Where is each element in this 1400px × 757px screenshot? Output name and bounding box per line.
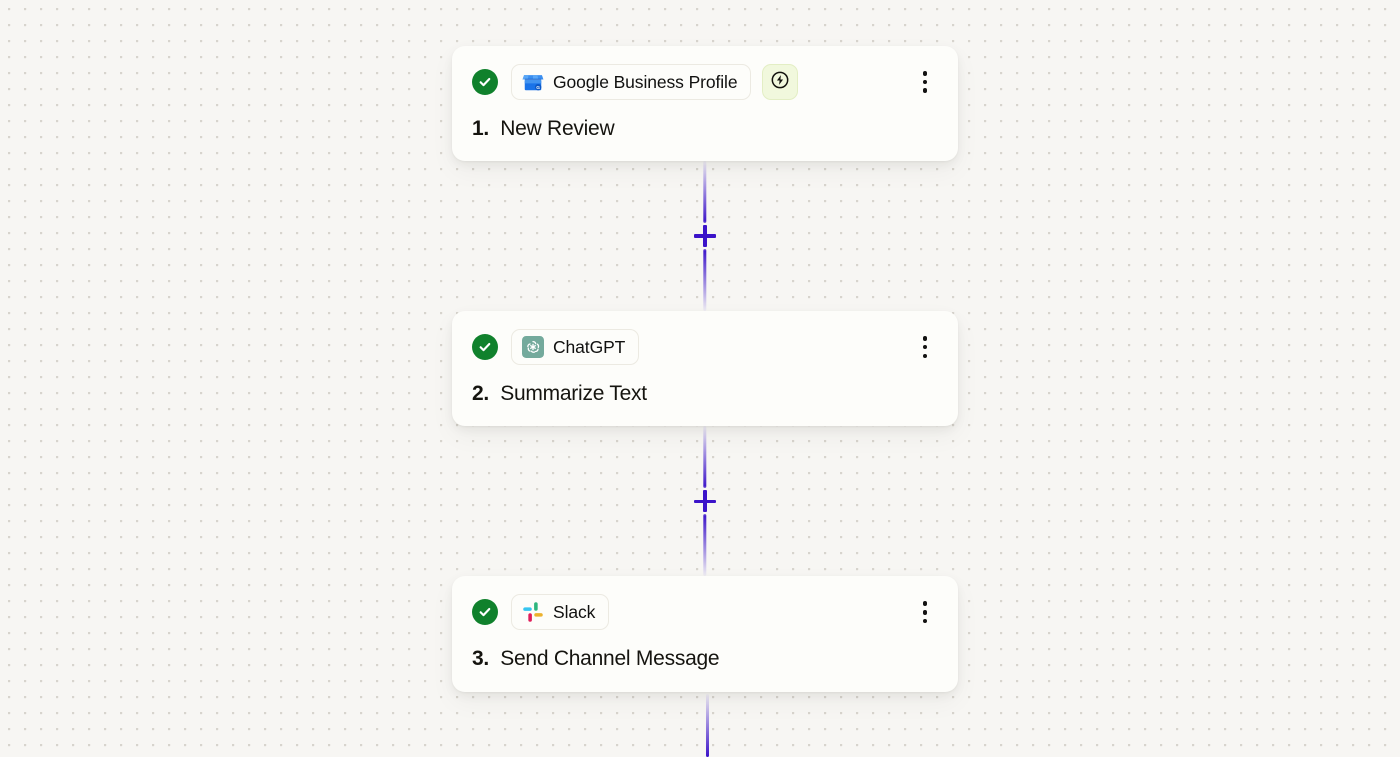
kebab-menu-icon[interactable] — [912, 597, 938, 627]
kebab-menu-icon[interactable] — [912, 332, 938, 362]
check-circle-icon — [472, 599, 498, 626]
step-card-header: G Google Business Profile — [472, 64, 938, 100]
app-chip-label: Slack — [553, 601, 596, 622]
chatgpt-icon — [522, 336, 544, 359]
workflow-step-list: G Google Business Profile — [452, 46, 958, 692]
app-chip-google-business-profile[interactable]: G Google Business Profile — [511, 64, 752, 100]
connector-line-tail — [706, 694, 710, 757]
step-name: New Review — [500, 117, 615, 140]
google-business-profile-icon: G — [522, 71, 544, 93]
app-chip-chatgpt[interactable]: ChatGPT — [511, 329, 640, 366]
step-title: 3. Send Channel Message — [472, 646, 938, 671]
step-connector-2 — [452, 426, 958, 577]
step-name: Summarize Text — [500, 382, 647, 406]
step-number: 1. — [472, 117, 495, 140]
workflow-step-card-1[interactable]: G Google Business Profile — [452, 46, 958, 162]
step-title: 2. Summarize Text — [472, 381, 938, 406]
app-chip-slack[interactable]: Slack — [511, 594, 610, 631]
lightning-bolt-icon — [770, 70, 790, 95]
app-chip-label: Google Business Profile — [553, 71, 738, 92]
connector-line-top — [703, 161, 707, 224]
add-step-button-2[interactable] — [690, 486, 720, 517]
step-number: 3. — [472, 647, 495, 671]
step-card-header: ChatGPT — [472, 329, 938, 366]
trigger-badge[interactable] — [762, 64, 799, 100]
connector-line-bottom — [703, 514, 707, 577]
step-number: 2. — [472, 382, 495, 406]
workflow-step-card-3[interactable]: Slack 3. Send Channel Message — [452, 576, 958, 692]
check-circle-icon — [472, 69, 498, 95]
step-card-header: Slack — [472, 594, 938, 631]
slack-icon — [522, 601, 544, 623]
step-title: 1. New Review — [472, 116, 938, 141]
connector-line-bottom — [703, 249, 707, 312]
app-chip-label: ChatGPT — [553, 336, 626, 357]
check-circle-icon — [472, 334, 498, 361]
workflow-step-card-2[interactable]: ChatGPT 2. Summarize Text — [452, 311, 958, 427]
step-name: Send Channel Message — [500, 647, 720, 671]
connector-line-top — [703, 426, 707, 489]
kebab-menu-icon[interactable] — [912, 67, 938, 97]
add-step-button-1[interactable] — [690, 221, 720, 252]
step-connector-1 — [452, 161, 958, 312]
svg-text:G: G — [536, 85, 540, 91]
